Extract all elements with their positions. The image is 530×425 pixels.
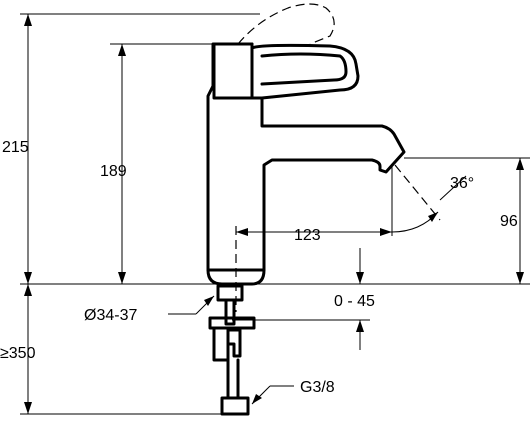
dim-spout-height (516, 158, 524, 284)
dim-spout-angle (391, 175, 467, 233)
dim-total-height (24, 14, 32, 284)
leader-hole-diameter (168, 295, 215, 315)
label-connection: G3/8 (300, 379, 335, 396)
dim-body-height (118, 44, 126, 284)
faucet-body (206, 42, 406, 286)
label-spout-height: 96 (500, 213, 518, 230)
label-hole-diameter: Ø34-37 (84, 307, 137, 324)
label-body-height: 189 (100, 163, 127, 180)
dim-deck-thickness (356, 248, 364, 350)
fixing-assembly (208, 284, 256, 416)
spout-axis (394, 164, 441, 221)
label-hose-length: ≥350 (0, 345, 36, 362)
label-spout-angle: 36° (450, 175, 474, 192)
dim-spout-reach (236, 166, 393, 236)
label-spout-reach: 123 (294, 227, 321, 244)
label-total-height: 215 (2, 139, 29, 156)
leader-connection (251, 385, 294, 405)
dim-hose-length (24, 284, 32, 414)
label-deck-thickness: 0 - 45 (334, 293, 375, 310)
handle-open-position (237, 3, 335, 45)
